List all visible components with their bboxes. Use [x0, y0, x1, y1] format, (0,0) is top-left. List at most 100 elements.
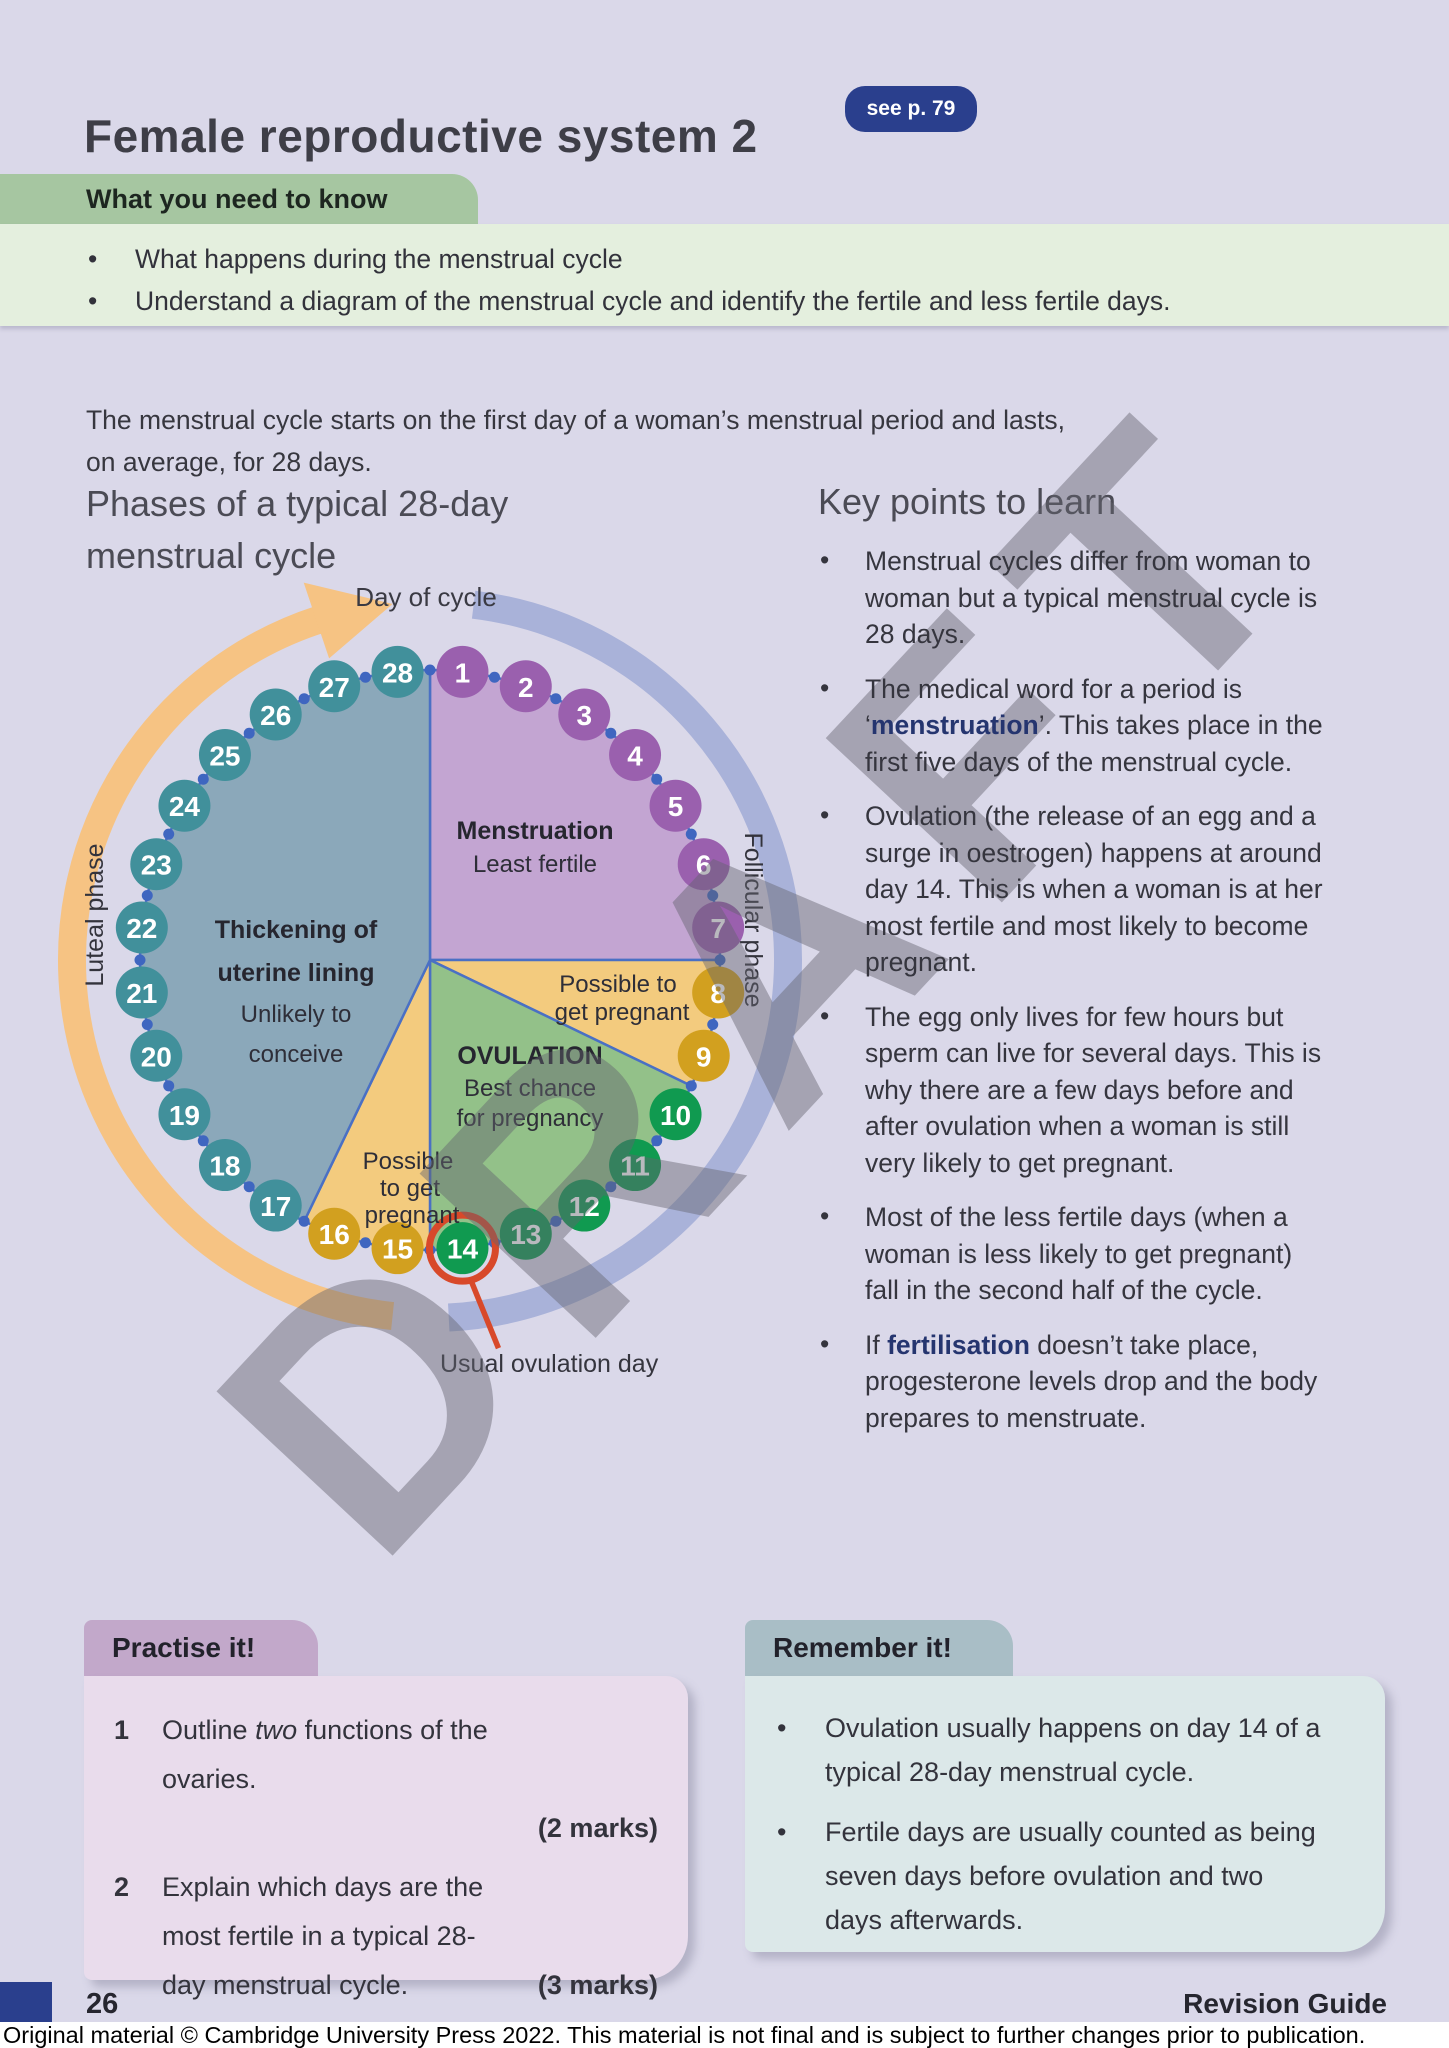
- practise-question: 2 Explain which days are the most fertil…: [102, 1863, 658, 2010]
- question-number: 1: [114, 1715, 130, 1745]
- marks-badge: (2 marks): [537, 1813, 658, 1843]
- day-number: 11: [620, 1151, 650, 1182]
- key-point-text: If: [865, 1329, 888, 1360]
- revision-guide-label: Revision Guide: [1183, 1988, 1387, 2019]
- question-text: Outline two functions of the ovaries.: [162, 1715, 488, 1794]
- remember-bullet: Ovulation usually happens on day 14 of a…: [825, 1713, 1321, 1787]
- possible-pregnant-bottom-label: Possible: [363, 1148, 454, 1175]
- day-number: 10: [660, 1100, 691, 1131]
- bullet-icon: •: [820, 1328, 830, 1359]
- day-number: 9: [696, 1041, 712, 1072]
- thickening-label: uterine lining: [218, 959, 375, 987]
- what-to-know-bullet: What happens during the menstrual cycle: [135, 244, 623, 274]
- menstruation-sublabel: Least fertile: [473, 851, 597, 878]
- day-circle-14: [436, 1222, 489, 1275]
- day-circle-27: [308, 660, 361, 713]
- key-point-text: Ovulation (the release of an egg and a s…: [865, 801, 1323, 977]
- remember-it-box: Remember it! • Ovulation usually happens…: [745, 1620, 1385, 1960]
- copyright-line: Original material © Cambridge University…: [0, 2022, 1449, 2048]
- day-circle-8: [692, 966, 745, 1019]
- bullet-icon: •: [820, 1201, 830, 1231]
- day-circle-3: [558, 688, 611, 741]
- phase-arcs: [58, 582, 802, 1332]
- day-of-cycle-label: Day of cycle: [355, 582, 497, 612]
- day-circle-2: [499, 660, 552, 713]
- menstruation-label: Menstruation: [457, 817, 614, 845]
- day-number: 4: [627, 740, 643, 771]
- ovulation-label: OVULATION: [457, 1042, 602, 1070]
- key-point-text: ’. This takes place in the first five da…: [865, 710, 1323, 777]
- ovulation-day-ring: [425, 1211, 499, 1285]
- day-number: 13: [510, 1219, 541, 1250]
- remember-it-body: • Ovulation usually happens on day 14 of…: [745, 1676, 1385, 1952]
- day-circle-11: [609, 1139, 662, 1192]
- day-circle-22: [115, 901, 168, 954]
- day-circle-16: [308, 1207, 361, 1260]
- key-point-text: Menstrual cycles differ from woman to wo…: [865, 546, 1318, 649]
- day-number: 5: [668, 791, 684, 822]
- key-point-text: doesn’t take place, progesterone levels …: [865, 1329, 1318, 1433]
- key-point-text: Most of the less fertile days (when a wo…: [865, 1202, 1293, 1305]
- day-circle-20: [130, 1029, 183, 1082]
- day-circle-18: [198, 1139, 251, 1192]
- page-title: Female reproductive system 2: [84, 109, 758, 162]
- follicular-phase-label: Follicular phase: [739, 832, 767, 1007]
- bullet-icon: •: [820, 1000, 830, 1031]
- possible-pregnant-bottom-label: to get: [380, 1175, 440, 1202]
- intro-paragraph: The menstrual cycle starts on the first …: [86, 404, 1065, 477]
- day-circle-19: [158, 1088, 211, 1141]
- ovulation-sublabel: for pregnancy: [457, 1105, 604, 1132]
- thickening-sublabel: Unlikely to: [241, 1001, 352, 1028]
- bullet-icon: •: [820, 800, 830, 830]
- day-number: 22: [126, 913, 157, 944]
- marks-badge: (3 marks): [537, 1970, 658, 2000]
- day-number: 1: [455, 657, 471, 688]
- day-circle-23: [130, 838, 183, 891]
- list-item: •The egg only lives for few hours but sp…: [818, 999, 1325, 1182]
- ovulation-sublabel: Best chance: [464, 1075, 596, 1102]
- what-to-know-bullet: Understand a diagram of the menstrual cy…: [135, 286, 1171, 316]
- diagram-heading: Phases of a typical 28-day menstrual cyc…: [86, 483, 509, 576]
- ovulation-marker: [425, 1211, 502, 1350]
- day-number: 17: [260, 1191, 291, 1222]
- see-page-badge[interactable]: see p. 79: [845, 86, 977, 132]
- day-number: 23: [141, 850, 172, 881]
- list-item: • Understand a diagram of the menstrual …: [0, 280, 1449, 322]
- day-circle-21: [115, 966, 168, 1019]
- key-points-list: • Menstrual cycles differ from woman to w…: [818, 543, 1338, 1454]
- possible-pregnant-right-label: get pregnant: [555, 999, 690, 1026]
- day-number: 2: [518, 672, 534, 703]
- bullet-icon: •: [777, 1817, 787, 1847]
- what-you-need-to-know-heading: What you need to know: [86, 183, 388, 214]
- list-item: • If fertilisation doesn’t take place, pr…: [818, 1327, 1325, 1437]
- remember-it-tab: Remember it!: [745, 1620, 1013, 1676]
- day-number: 16: [319, 1219, 350, 1250]
- question-number: 2: [114, 1872, 130, 1902]
- day-number: 14: [447, 1234, 479, 1265]
- list-item: • Fertile days are usually counted as be…: [763, 1810, 1323, 1942]
- day-number: 28: [382, 657, 413, 688]
- day-circle-26: [249, 688, 302, 741]
- day-circle-9: [677, 1029, 730, 1082]
- list-item: • What happens during the menstrual cycl…: [0, 238, 1449, 280]
- thickening-label: Thickening of: [215, 916, 378, 944]
- day-number: 26: [260, 700, 291, 731]
- day-number: 7: [710, 913, 726, 944]
- key-point-bold: fertilisation: [887, 1329, 1030, 1360]
- practise-it-body: 1 Outline two functions of the ovaries. …: [84, 1676, 688, 2000]
- day-number: 12: [569, 1191, 600, 1222]
- what-you-need-to-know-tab: What you need to know: [0, 174, 478, 224]
- what-you-need-to-know-band: • What happens during the menstrual cycl…: [0, 224, 1449, 326]
- day-circle-10: [649, 1088, 702, 1141]
- possible-pregnant-bottom-label: pregnant: [365, 1202, 460, 1229]
- ovulation-pointer-line: [467, 1278, 502, 1350]
- day-circle-4: [609, 728, 662, 781]
- day-circle-25: [198, 728, 251, 781]
- key-point-bold: menstruation: [870, 710, 1039, 740]
- day-circle-5: [649, 779, 702, 832]
- luteal-phase-label: Luteal phase: [81, 843, 109, 986]
- day-circle-28: [371, 645, 424, 698]
